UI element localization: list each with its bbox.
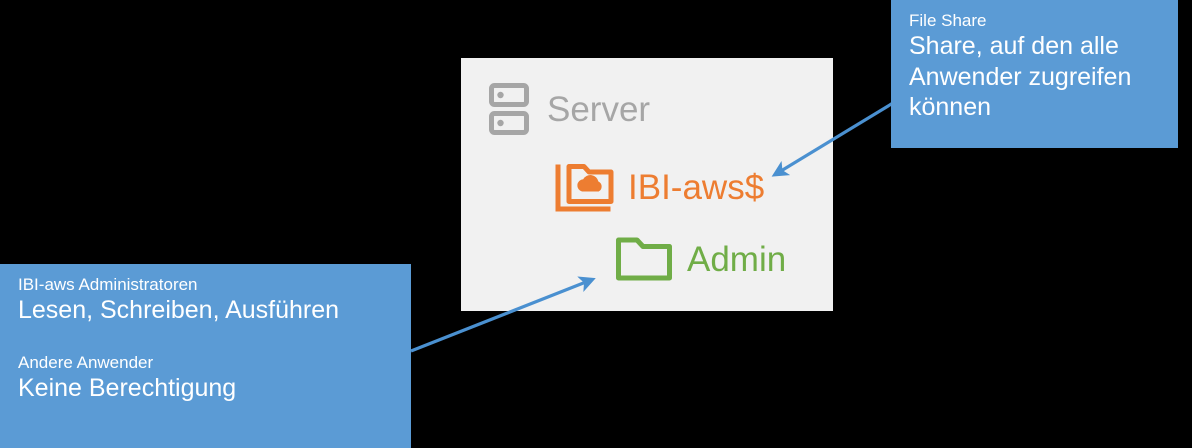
callout-permissions-group-2-body: Keine Berechtigung bbox=[18, 374, 237, 402]
callout-file-share-line-2: Anwender zugreifen bbox=[909, 62, 1132, 91]
callout-file-share-line-1: Share, auf den alle bbox=[909, 32, 1119, 61]
folder-icon bbox=[615, 235, 673, 283]
callout-file-share: File Share Share, auf den alle Anwender … bbox=[891, 0, 1178, 148]
callout-permissions-group-1-body: Lesen, Schreiben, Ausführen bbox=[18, 296, 340, 325]
callout-permissions-group-1-kicker: IBI-aws Administratoren bbox=[18, 275, 198, 294]
callout-permissions-group-2-kicker: Andere Anwender bbox=[18, 352, 154, 372]
shared-cloud-folder-icon bbox=[554, 159, 618, 215]
file-share-node-label: IBI-aws$ bbox=[628, 167, 765, 207]
callout-permissions: IBI-aws Administratoren Lesen, Schreiben… bbox=[0, 264, 411, 448]
server-node: Server bbox=[489, 83, 650, 135]
callout-file-share-kicker: File Share bbox=[909, 11, 987, 30]
server-icon bbox=[489, 83, 529, 135]
server-panel: Server IBI-aws$ bbox=[461, 58, 833, 311]
server-node-label: Server bbox=[547, 89, 651, 129]
file-share-node: IBI-aws$ bbox=[554, 159, 764, 215]
callout-permissions-spacer bbox=[18, 326, 397, 352]
admin-folder-node: Admin bbox=[615, 235, 786, 283]
admin-folder-node-label: Admin bbox=[687, 239, 787, 279]
callout-file-share-line-3: können bbox=[909, 93, 992, 122]
